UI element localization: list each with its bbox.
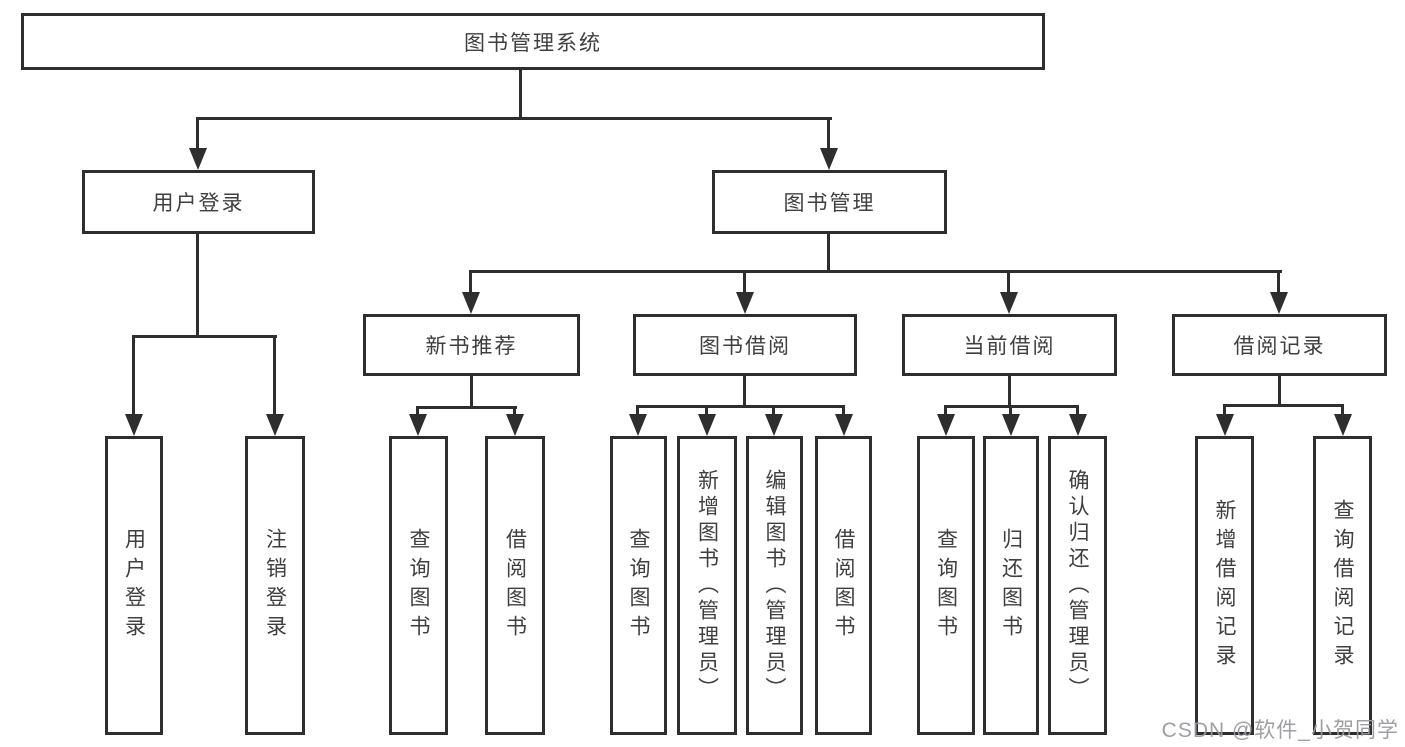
connector-to-borrow-records [1277,270,1280,294]
connector-leaf [513,406,516,418]
arrow-down-icon [1000,292,1018,314]
leaf-query-books-borrow: 查询图书 [610,436,667,735]
connector-leaf [1223,404,1226,418]
node-label: 新书推荐 [425,335,518,358]
leaf-label: 查询借阅记录 [1331,498,1355,673]
arrow-down-icon [462,292,480,314]
connector-to-new-book [469,270,472,294]
connector-to-leaf-logout [273,335,276,416]
leaf-label: 借阅图书 [832,527,856,644]
node-current-borrow: 当前借阅 [902,314,1117,376]
node-label: 图书借阅 [699,335,791,358]
connector-current-borrow-drop [1008,374,1011,408]
leaf-label: 确认归还（管理员） [1066,468,1090,703]
connector-leaf [705,405,708,418]
leaf-borrow-books-recommend: 借阅图书 [485,436,545,735]
connector-to-leaf-user-login [132,335,135,416]
node-library-management-system: 图书管理系统 [21,13,1045,70]
connector-user-login-drop [196,232,199,338]
connector-to-user-login [196,117,199,150]
leaf-label: 新增借阅记录 [1213,498,1237,673]
leaf-label: 查询图书 [407,527,431,644]
arrow-down-icon [189,148,207,170]
node-label: 借阅记录 [1233,335,1326,358]
connector-leaf [636,405,639,418]
connector-level1-bar [196,117,832,120]
arrow-down-icon [1270,292,1288,314]
node-label: 图书管理系统 [464,31,602,55]
leaf-query-books-recommend: 查询图书 [389,436,448,735]
connector-to-current-borrow [1007,270,1010,294]
connector-root-drop [519,68,522,119]
arrow-down-icon [125,414,143,436]
arrow-down-icon [835,414,853,436]
arrow-down-icon [1069,414,1087,436]
csdn-watermark: CSDN @软件_小贺同学 [1161,719,1399,742]
connector-borrow-records-bar [1223,404,1344,407]
leaf-label: 查询图书 [934,527,958,644]
leaf-label: 新增图书（管理员） [695,468,719,703]
leaf-confirm-return-admin: 确认归还（管理员） [1048,436,1107,735]
leaf-add-books-admin: 新增图书（管理员） [677,436,737,735]
leaf-label: 查询图书 [627,527,651,644]
leaf-label: 归还图书 [999,527,1023,644]
arrow-down-icon [409,414,427,436]
node-label: 当前借阅 [963,335,1056,358]
arrow-down-icon [266,414,284,436]
node-book-borrow: 图书借阅 [633,314,857,376]
leaf-user-login: 用户登录 [105,436,163,735]
arrow-down-icon [506,414,524,436]
connector-new-book-drop [470,374,473,409]
connector-to-book-management [827,117,830,150]
connector-user-login-bar [132,335,277,338]
arrow-down-icon [820,148,838,170]
node-label: 用户登录 [152,192,245,215]
leaf-label: 用户登录 [122,527,146,644]
arrow-down-icon [1216,414,1234,436]
arrow-down-icon [1334,414,1352,436]
connector-leaf [842,405,845,418]
leaf-label: 编辑图书（管理员） [763,468,787,703]
arrow-down-icon [629,414,647,436]
arrow-down-icon [698,414,716,436]
leaf-query-books-current: 查询图书 [917,436,975,735]
connector-new-book-bar [416,406,517,409]
leaf-add-borrow-record: 新增借阅记录 [1195,436,1254,735]
connector-to-book-borrow [743,270,746,294]
leaf-borrow-books: 借阅图书 [815,436,872,735]
connector-leaf [772,405,775,418]
leaf-logout: 注销登录 [245,436,305,735]
connector-book-borrow-drop [743,374,746,408]
connector-borrow-records-drop [1278,374,1281,407]
arrow-down-icon [736,292,754,314]
connector-leaf [1009,405,1012,418]
node-book-management: 图书管理 [712,170,947,234]
node-user-login: 用户登录 [82,170,315,234]
arrow-down-icon [1002,414,1020,436]
connector-book-management-drop [827,232,830,273]
leaf-label: 注销登录 [263,527,287,644]
connector-book-borrow-bar [636,405,845,408]
leaf-label: 借阅图书 [503,527,527,644]
connector-leaf [1341,404,1344,418]
node-borrow-records: 借阅记录 [1172,314,1387,376]
connector-level2-bar [469,270,1282,273]
arrow-down-icon [765,414,783,436]
connector-leaf [1076,405,1079,418]
node-label: 图书管理 [783,192,876,215]
leaf-return-books: 归还图书 [983,436,1039,735]
leaf-query-borrow-record: 查询借阅记录 [1313,436,1372,735]
node-new-book-recommend: 新书推荐 [363,314,580,376]
leaf-edit-books-admin: 编辑图书（管理员） [746,436,803,735]
connector-leaf [416,406,419,418]
arrow-down-icon [937,414,955,436]
connector-leaf [944,405,947,418]
